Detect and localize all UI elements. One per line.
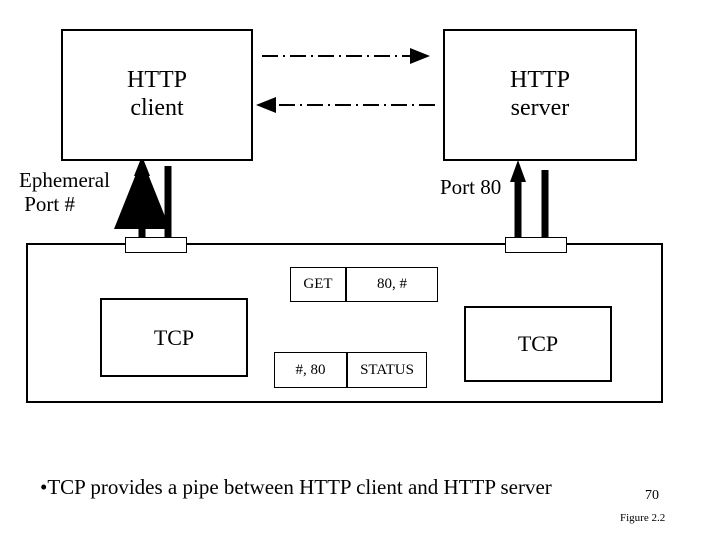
status-ports-box: #, 80 [274, 352, 347, 388]
http-client-box: HTTP client [61, 29, 253, 161]
http-server-box: HTTP server [443, 29, 637, 161]
get-ports-label: 80, # [377, 276, 407, 292]
server-port-connector [505, 237, 567, 253]
bullet-item: •TCP provides a pipe between HTTP client… [40, 474, 552, 499]
client-port-connector [125, 237, 187, 253]
tcp-server-box: TCP [464, 306, 612, 382]
ephemeral-port-label: Ephemeral Port # [19, 168, 110, 217]
tcp-client-label: TCP [153, 324, 195, 350]
tcp-server-label: TCP [517, 331, 559, 357]
page-number: 70 [645, 488, 659, 503]
status-message-box: STATUS [347, 352, 427, 388]
get-message-label: GET [303, 276, 333, 292]
client-up-arrow [114, 156, 170, 245]
get-ports-box: 80, # [346, 267, 438, 302]
http-server-label: HTTP server [510, 67, 570, 121]
tcp-client-box: TCP [100, 298, 248, 377]
status-ports-label: #, 80 [295, 361, 326, 378]
bullet-list: •TCP provides a pipe between HTTP client… [40, 418, 720, 540]
port-80-label: Port 80 [440, 175, 502, 199]
figure-caption: Figure 2.2 [620, 512, 666, 524]
http-client-label: HTTP client [127, 67, 187, 121]
get-message-box: GET [290, 267, 346, 302]
status-message-label: STATUS [360, 361, 414, 378]
